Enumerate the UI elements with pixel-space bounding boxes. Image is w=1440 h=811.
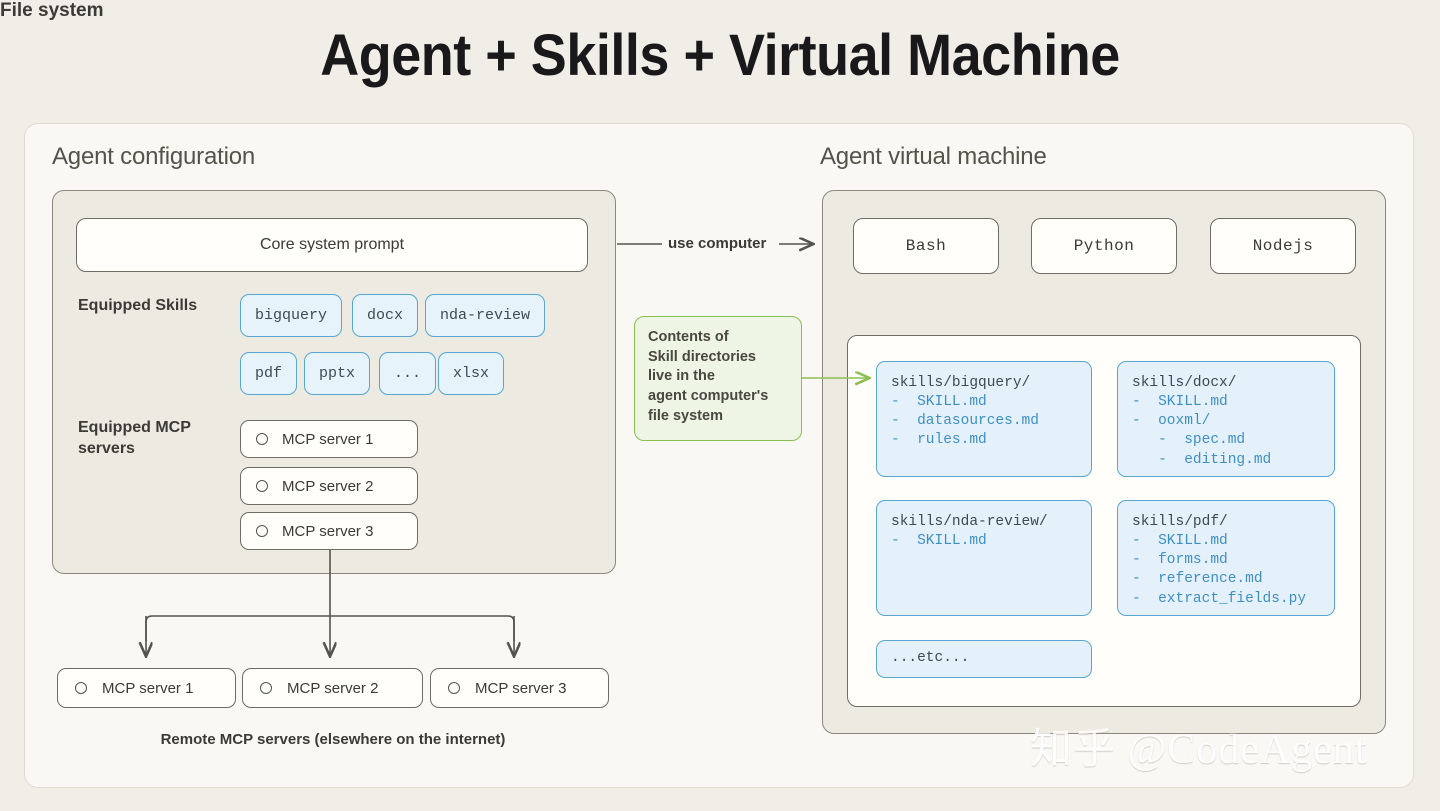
directory-entry: - reference.md — [1132, 571, 1263, 588]
directory-entry: - editing.md — [1132, 451, 1272, 468]
circle-icon — [75, 682, 87, 694]
directory-entry: - ooxml/ — [1132, 413, 1211, 430]
use-computer-label: use computer — [668, 235, 767, 252]
directory-entry: - SKILL.md — [891, 533, 987, 550]
mcp-server-row[interactable]: MCP server 3 — [240, 512, 418, 550]
mcp-server-label: MCP server 2 — [282, 477, 374, 495]
directory-name: skills/docx/ — [1132, 375, 1237, 391]
directory-entry: - datasources.md — [891, 413, 1039, 430]
remote-mcp-server-box[interactable]: MCP server 3 — [430, 668, 609, 708]
circle-icon — [256, 525, 268, 537]
skill-directory-box-nda-review[interactable]: skills/nda-review/ - SKILL.md — [876, 500, 1092, 616]
remote-mcp-label: MCP server 2 — [287, 679, 379, 697]
directory-entry: - rules.md — [891, 432, 987, 449]
directory-entry: - SKILL.md — [1132, 533, 1228, 550]
mcp-server-label: MCP server 1 — [282, 430, 374, 448]
skill-directory-box-bigquery[interactable]: skills/bigquery/ - SKILL.md - datasource… — [876, 361, 1092, 477]
remote-mcp-label: MCP server 3 — [475, 679, 567, 697]
core-system-prompt-box[interactable]: Core system prompt — [76, 218, 588, 272]
circle-icon — [448, 682, 460, 694]
runtime-pill-bash[interactable]: Bash — [853, 218, 999, 274]
agent-virtual-machine-heading: Agent virtual machine — [820, 143, 1047, 170]
runtime-pill-nodejs[interactable]: Nodejs — [1210, 218, 1356, 274]
mcp-server-label: MCP server 3 — [282, 522, 374, 540]
skill-directory-box-docx[interactable]: skills/docx/ - SKILL.md - ooxml/ - spec.… — [1117, 361, 1335, 477]
page-title: Agent + Skills + Virtual Machine — [320, 23, 1120, 88]
skill-directories-callout: Contents of Skill directories live in th… — [634, 316, 802, 441]
skill-chip-xlsx[interactable]: xlsx — [438, 352, 505, 395]
remote-mcp-caption: Remote MCP servers (elsewhere on the int… — [160, 731, 506, 748]
equipped-skills-label: Equipped Skills — [78, 297, 198, 314]
circle-icon — [256, 433, 268, 445]
directory-entry: - spec.md — [1132, 432, 1246, 449]
directory-name: skills/nda-review/ — [891, 514, 1048, 530]
skill-chip-more[interactable]: ... — [379, 352, 437, 395]
skill-chip-docx[interactable]: docx — [352, 294, 419, 337]
skill-directory-box-pdf[interactable]: skills/pdf/ - SKILL.md - forms.md - refe… — [1117, 500, 1335, 616]
remote-mcp-server-box[interactable]: MCP server 1 — [57, 668, 236, 708]
directory-entry: - SKILL.md — [1132, 394, 1228, 411]
skill-directory-box-etc[interactable]: ...etc... — [876, 640, 1092, 678]
file-system-label: File system — [0, 0, 104, 21]
agent-configuration-heading: Agent configuration — [52, 143, 256, 170]
equipped-mcp-servers-label: Equipped MCP servers — [78, 419, 191, 457]
directory-entry: - forms.md — [1132, 552, 1228, 569]
remote-mcp-label: MCP server 1 — [102, 679, 194, 697]
skill-chip-nda-review[interactable]: nda-review — [425, 294, 546, 337]
circle-icon — [260, 682, 272, 694]
directory-entry: - extract_fields.py — [1132, 590, 1307, 607]
directory-entry: - SKILL.md — [891, 394, 987, 411]
circle-icon — [256, 480, 268, 492]
mcp-server-row[interactable]: MCP server 1 — [240, 420, 418, 458]
skill-chip-pptx[interactable]: pptx — [304, 352, 371, 395]
runtime-pill-python[interactable]: Python — [1031, 218, 1177, 274]
directory-name: skills/pdf/ — [1132, 514, 1228, 530]
directory-name: skills/bigquery/ — [891, 375, 1031, 391]
remote-mcp-server-box[interactable]: MCP server 2 — [242, 668, 423, 708]
mcp-server-row[interactable]: MCP server 2 — [240, 467, 418, 505]
skill-chip-bigquery[interactable]: bigquery — [240, 294, 343, 337]
watermark: 知乎 @CodeAgent — [1030, 727, 1368, 773]
skill-chip-pdf[interactable]: pdf — [240, 352, 298, 395]
